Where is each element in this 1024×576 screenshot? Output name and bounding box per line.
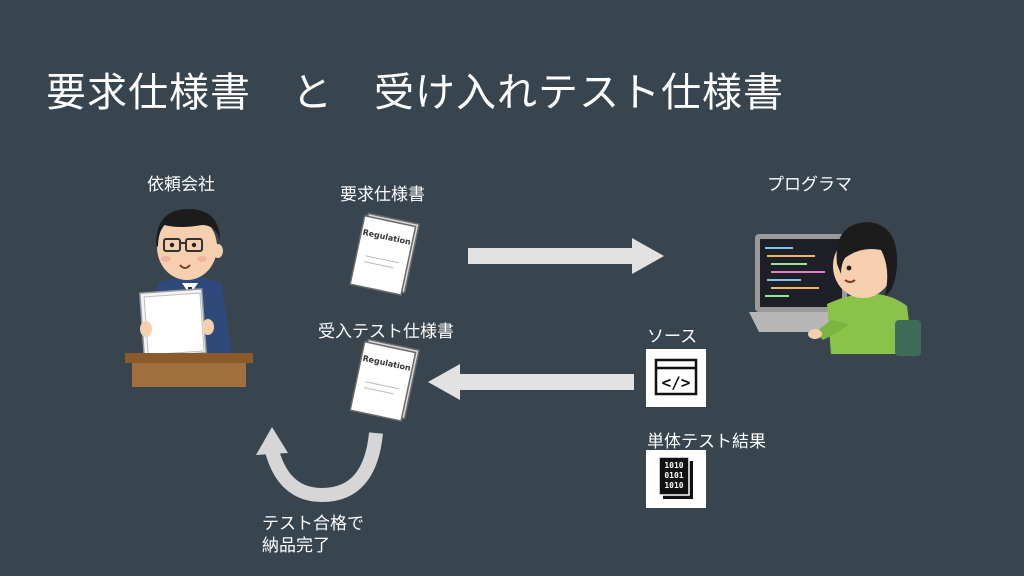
requirements-spec-label: 要求仕様書 [340, 185, 425, 205]
binary-line-2: 0101 [664, 471, 683, 480]
delivery-complete-line-2: 納品完了 [262, 536, 330, 556]
arrow-right-icon [468, 238, 664, 274]
source-label: ソース [647, 327, 698, 347]
binary-line-1: 1010 [664, 461, 683, 470]
source-code-icon: </> [646, 349, 706, 407]
client-person-illustration [125, 209, 253, 387]
arrow-left-icon [428, 364, 634, 400]
programmer-label: プログラマ [767, 175, 852, 195]
requirements-document-icon: Regulation [349, 212, 421, 296]
client-label: 依頼会社 [147, 175, 215, 195]
slide-title: 要求仕様書 と 受け入れテスト仕様書 [46, 70, 784, 116]
unit-test-label: 単体テスト結果 [647, 432, 766, 452]
acceptance-spec-label: 受入テスト仕様書 [318, 322, 454, 342]
binary-document-icon: 1010 0101 1010 [646, 450, 706, 508]
source-code-glyph: </> [662, 373, 691, 392]
curved-return-arrow-icon [256, 427, 383, 503]
delivery-complete-line-1: テスト合格で [262, 514, 364, 534]
programmer-illustration [749, 222, 921, 356]
acceptance-document-icon: Regulation [349, 338, 421, 422]
delivery-complete-label: テスト合格で 納品完了 [262, 513, 364, 557]
binary-line-3: 1010 [664, 481, 683, 490]
